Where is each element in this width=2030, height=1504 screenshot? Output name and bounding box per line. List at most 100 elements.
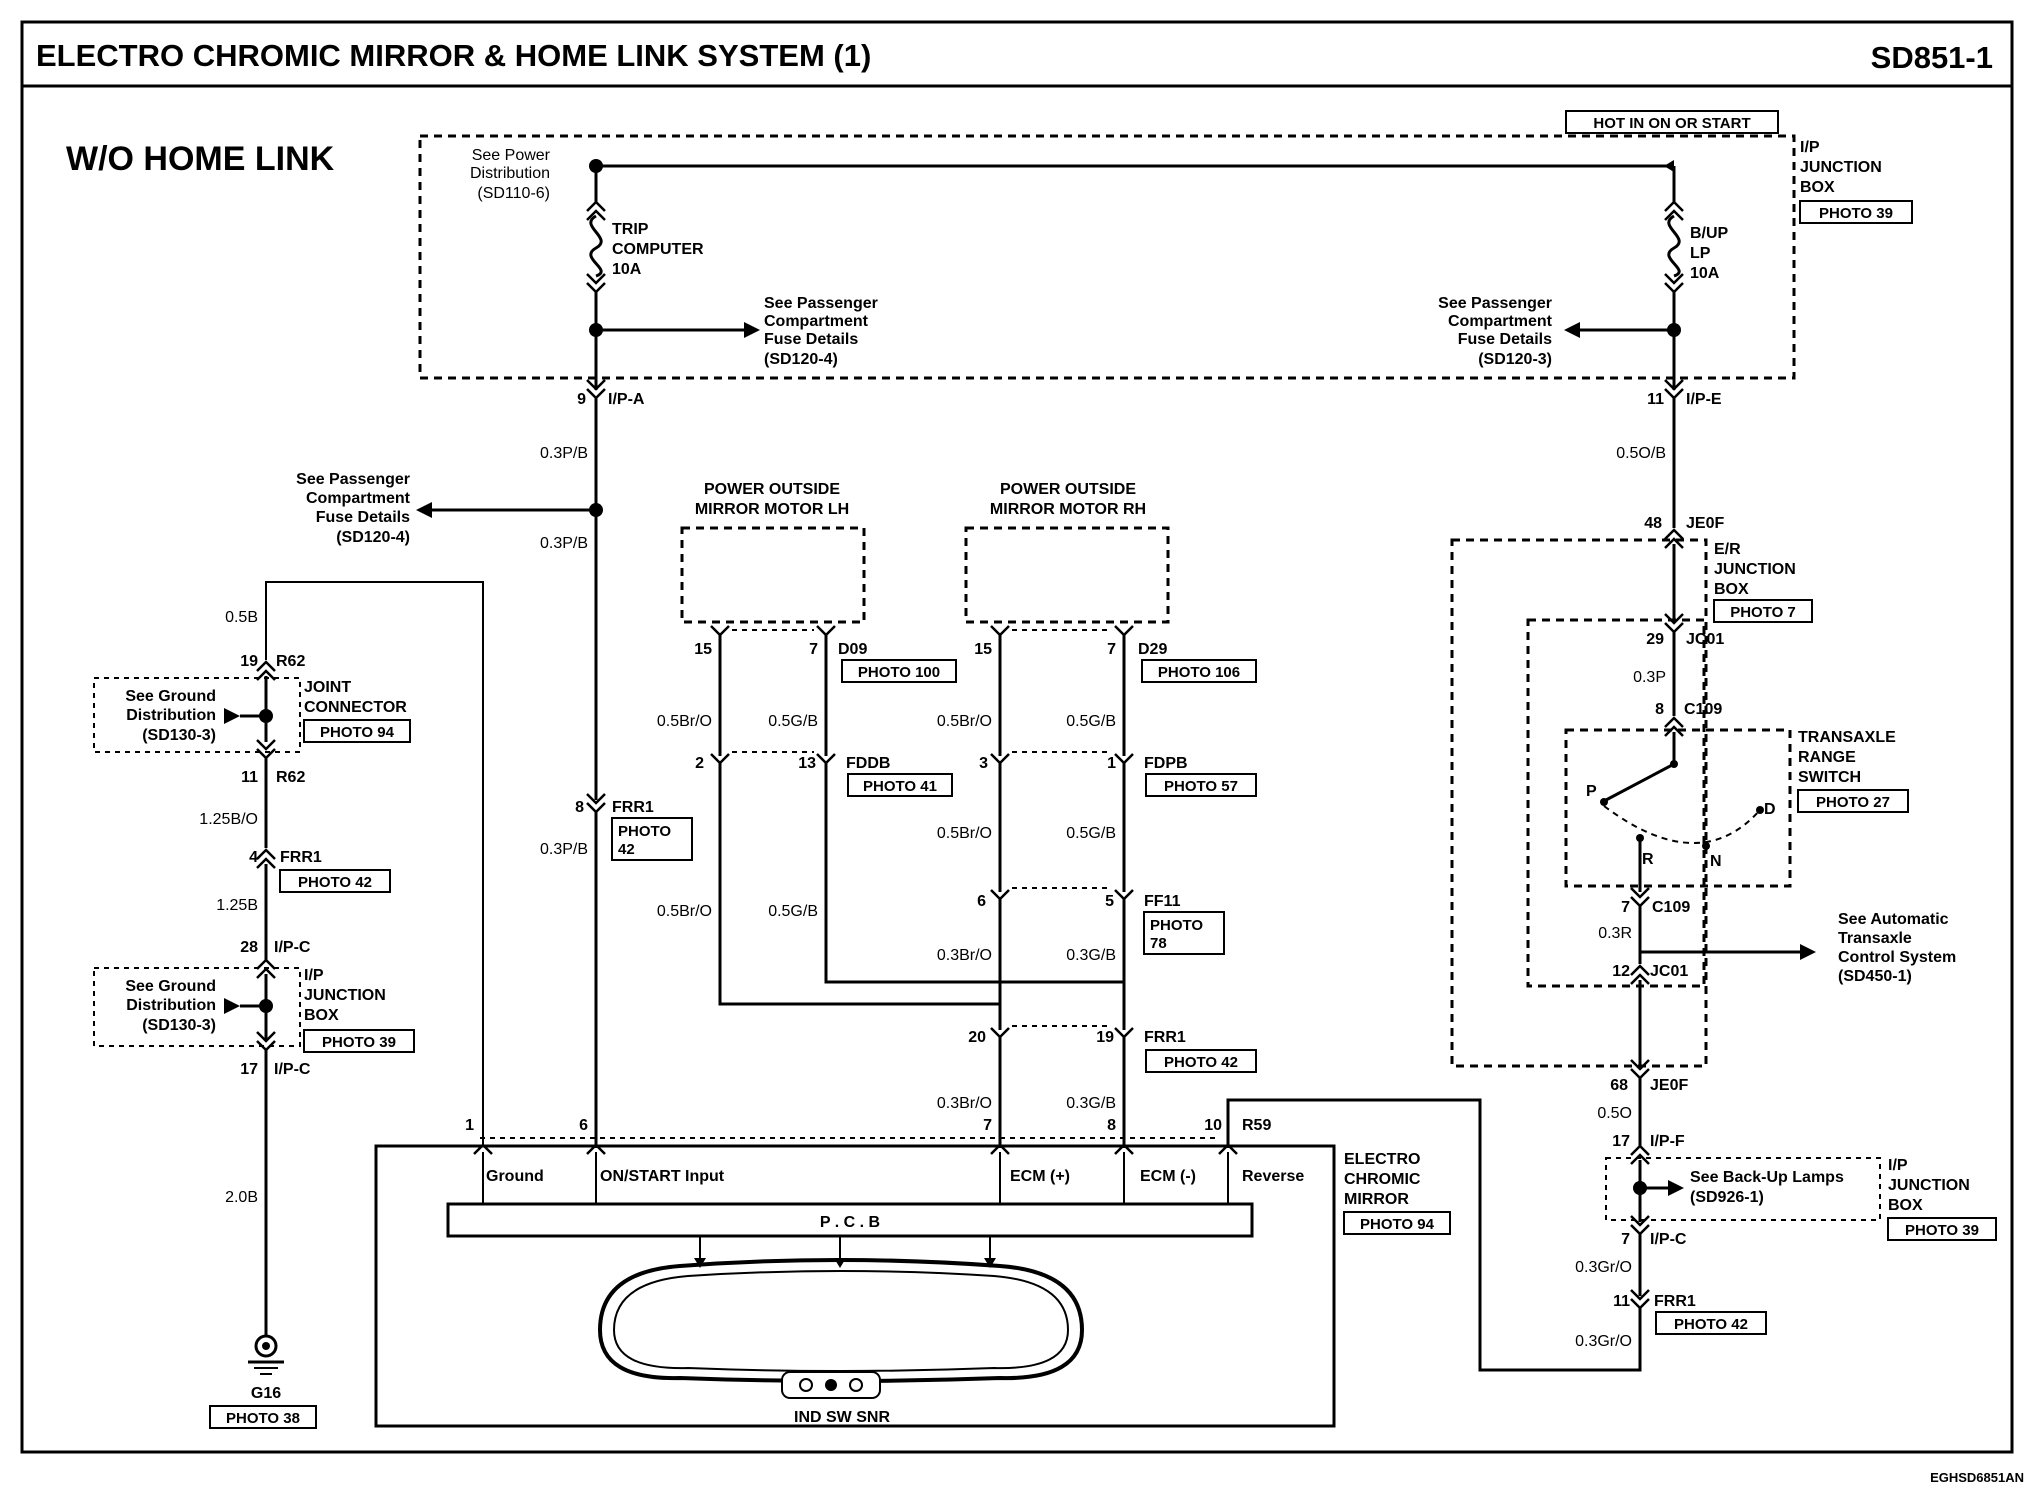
conn-r59-pin-8: 8 (1107, 1117, 1116, 1134)
ref-ground-dist-2b: Distribution (126, 997, 216, 1014)
er-jb-label-3: BOX (1714, 581, 1749, 598)
fuse-bup-3: 10A (1690, 265, 1720, 282)
conn-jc01-bot-pin: 12 (1612, 963, 1630, 980)
trs-pos-r: R (1642, 851, 1654, 868)
photo-label: PHOTO 94 (320, 724, 395, 741)
ip-jb-left-label-1: I/P (304, 967, 324, 984)
diagram-code: SD851-1 (1871, 40, 1993, 75)
ref-ground-dist-2c: (SD130-3) (142, 1017, 216, 1034)
conn-frr1-mid-a-pin: 20 (968, 1029, 986, 1046)
conn-ipc-top-name: I/P-C (274, 939, 311, 956)
conn-frr1-mid-b-pin: 19 (1096, 1029, 1114, 1046)
wire-label: 1.25B/O (199, 811, 258, 828)
ref-power-dist-1: See Power (472, 147, 551, 164)
conn-ipc-bot-name: I/P-C (274, 1061, 311, 1078)
ref-pass-fuse-a-1: See Passenger (764, 295, 878, 312)
ip-jb-right-label-1: I/P (1888, 1157, 1908, 1174)
photo-label: PHOTO 7 (1730, 604, 1796, 621)
fuse-bup-1: B/UP (1690, 225, 1729, 242)
ref-auto-trans-3: Control System (1838, 949, 1956, 966)
conn-d29-b-pin: 7 (1107, 641, 1116, 658)
fuse-backup-lamp: B/UP LP 10A (1663, 166, 1729, 330)
photo-label: PHOTO 94 (1360, 1216, 1435, 1233)
wire-label: 0.5Br/O (937, 713, 992, 730)
conn-ipa-pin: 9 (577, 391, 586, 408)
conn-d09-b-pin: 7 (809, 641, 818, 658)
ip-jb-top-label-3: BOX (1800, 179, 1835, 196)
conn-jc01-top-pin: 29 (1646, 631, 1664, 648)
mirror-rh-label-2: MIRROR MOTOR RH (990, 501, 1146, 518)
conn-fdpb-b-pin: 1 (1107, 755, 1116, 772)
ref-ground-dist-1a: See Ground (125, 688, 216, 705)
conn-jc01-bot-name: JC01 (1650, 963, 1688, 980)
wire-label: 0.5G/B (768, 713, 818, 730)
wire-label: 0.3G/B (1066, 1095, 1116, 1112)
conn-d09-a-pin: 15 (694, 641, 712, 658)
ip-jb-left-label-2: JUNCTION (304, 987, 386, 1004)
trs-label-1: TRANSAXLE (1798, 729, 1896, 746)
conn-ipa-name: I/P-A (608, 391, 645, 408)
fuse-trip-2: COMPUTER (612, 241, 704, 258)
conn-frr1-right-pin: 11 (1613, 1293, 1630, 1310)
ref-pass-fuse-c-3: Fuse Details (316, 509, 410, 526)
ref-pass-fuse-c-4: (SD120-4) (336, 529, 410, 546)
conn-frr1-center-name: FRR1 (612, 799, 654, 816)
ref-pass-fuse-c-2: Compartment (306, 490, 411, 507)
ip-jb-top-label-2: JUNCTION (1800, 159, 1882, 176)
terminal-reverse: Reverse (1242, 1168, 1304, 1185)
ref-ground-dist-1c: (SD130-3) (142, 727, 216, 744)
photo-label: PHOTO 41 (863, 778, 937, 795)
conn-c109-bot-pin: 7 (1621, 899, 1630, 916)
trs-label-3: SWITCH (1798, 769, 1861, 786)
ground-symbol (248, 1334, 284, 1375)
ground-label: G16 (251, 1385, 281, 1402)
conn-c109-top-name: C109 (1684, 701, 1722, 718)
ref-auto-trans-1: See Automatic (1838, 911, 1949, 928)
conn-d29-b-name: D29 (1138, 641, 1167, 658)
conn-r59-pin-10: 10 (1204, 1117, 1222, 1134)
ref-power-dist-3: (SD110-6) (477, 185, 550, 202)
wire-label: 0.5Br/O (657, 903, 712, 920)
pcb-label: P . C . B (820, 1214, 880, 1231)
wire-label: 0.3G/B (1066, 947, 1116, 964)
ref-pass-fuse-c-1: See Passenger (296, 471, 410, 488)
diagram-title: ELECTRO CHROMIC MIRROR & HOME LINK SYSTE… (36, 38, 871, 73)
ref-auto-trans-2: Transaxle (1838, 930, 1912, 947)
ref-pass-fuse-a-3: Fuse Details (764, 331, 858, 348)
section-title: W/O HOME LINK (66, 140, 335, 178)
wire-label: 0.3P (1633, 669, 1666, 686)
conn-c109-top-pin: 8 (1655, 701, 1664, 718)
photo-label: PHOTO 57 (1164, 778, 1238, 795)
conn-frr1-mid-b-name: FRR1 (1144, 1029, 1186, 1046)
conn-frr1-center-pin: 8 (575, 799, 584, 816)
photo-label: PHOTO 39 (1905, 1222, 1979, 1239)
conn-frr1-left-pin: 4 (249, 849, 258, 866)
er-jb-label-1: E/R (1714, 541, 1741, 558)
conn-frr1-right-name: FRR1 (1654, 1293, 1696, 1310)
conn-jc01-top-name: JC01 (1686, 631, 1724, 648)
ref-pass-fuse-a-4: (SD120-4) (764, 351, 838, 368)
wire-label: 0.3P/B (540, 535, 588, 552)
joint-connector-label-1: JOINT (304, 679, 351, 696)
ref-ground-dist-2a: See Ground (125, 978, 216, 995)
conn-r62-top-pin: 19 (240, 653, 258, 670)
terminal-ground: Ground (486, 1168, 544, 1185)
conn-d09-b-name: D09 (838, 641, 867, 658)
conn-fddb-b-pin: 13 (798, 755, 816, 772)
conn-ipe-name: I/P-E (1686, 391, 1722, 408)
conn-d29-a-pin: 15 (974, 641, 992, 658)
conn-fddb-a-pin: 2 (695, 755, 704, 772)
ecm-label-1: ELECTRO (1344, 1151, 1420, 1168)
ref-pass-fuse-a-2: Compartment (764, 313, 869, 330)
ref-pass-fuse-b-2: Compartment (1448, 313, 1553, 330)
wire-label: 0.3P/B (540, 445, 588, 462)
mirror-lh-label-1: POWER OUTSIDE (704, 481, 840, 498)
conn-ipc-right-pin: 7 (1621, 1231, 1630, 1248)
wire-label: 0.5G/B (1066, 825, 1116, 842)
mirror-lh-label-2: MIRROR MOTOR LH (695, 501, 849, 518)
ref-pass-fuse-b-3: Fuse Details (1458, 331, 1552, 348)
conn-ipf-name: I/P-F (1650, 1133, 1685, 1150)
conn-r59-pin-7: 7 (983, 1117, 992, 1134)
